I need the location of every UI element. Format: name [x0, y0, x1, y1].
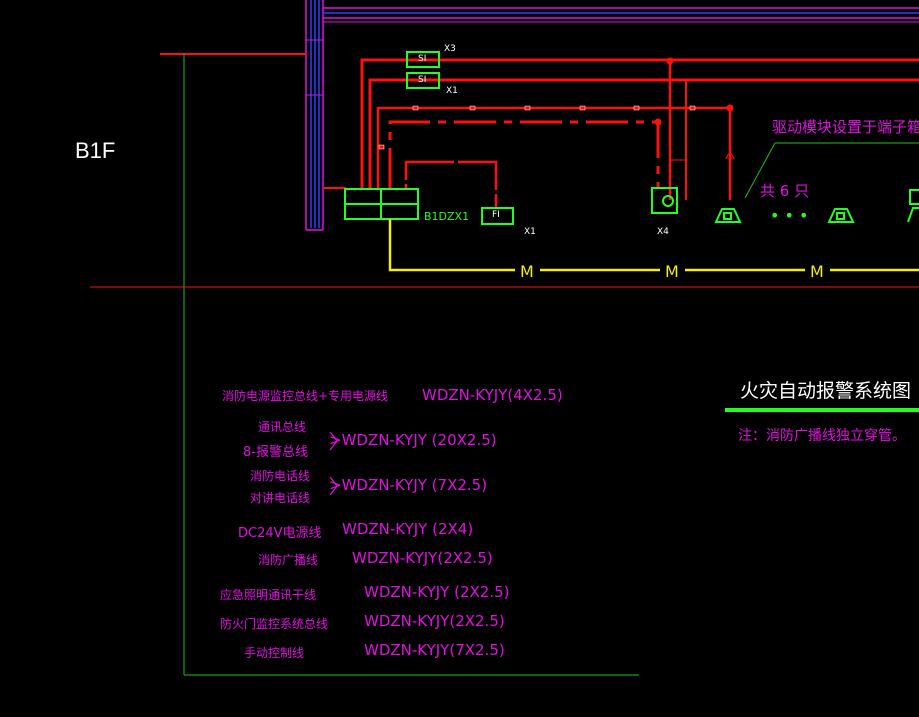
- legend-name-2b: 8-报警总线: [243, 445, 308, 460]
- legend-spec-4: WDZN-KYJY (2X4): [342, 520, 474, 538]
- label-si-top: SI: [418, 54, 427, 64]
- bus-label-1: M: [520, 262, 534, 281]
- label-x1-bottom: X1: [524, 227, 536, 237]
- legend-spec-5: WDZN-KYJY(2X2.5): [352, 549, 493, 567]
- note-leader: [744, 142, 776, 199]
- legend-spec-8: WDZN-KYJY(7X2.5): [364, 641, 505, 659]
- vertical-riser: [305, 0, 324, 231]
- legend-name-6: 应急照明通讯干线: [220, 588, 317, 602]
- legend-spec-2: >WDZN-KYJY (20X2.5): [329, 431, 497, 449]
- legend-name-5: 消防广播线: [258, 553, 319, 567]
- driver-note: 驱动模块设置于端子箱: [772, 118, 919, 136]
- si-module-top: [406, 51, 440, 68]
- legend-name-7: 防火门监控系统总线: [220, 617, 329, 631]
- legend-brackets: [329, 431, 338, 496]
- ellipsis-dots: • • •: [770, 206, 809, 225]
- label-b1dzx1: B1DZX1: [424, 210, 470, 223]
- legend-name-3b: 对讲电话线: [250, 491, 311, 505]
- si-module-bottom: [406, 72, 440, 89]
- line-markers: [378, 105, 696, 150]
- red-wiring: [360, 57, 919, 208]
- x4-device: [651, 187, 678, 214]
- top-bus-lines: [323, 7, 919, 23]
- floor-label: B1F: [75, 138, 116, 163]
- diagram-title: 火灾自动报警系统图: [740, 380, 912, 402]
- device-symbols: [344, 51, 919, 225]
- floor-outline: [90, 53, 919, 676]
- yellow-bus: [388, 219, 919, 272]
- legend-spec-3: >WDZN-KYJY (7X2.5): [329, 476, 488, 494]
- bus-label-3: M: [810, 262, 824, 281]
- speaker-icon: [827, 208, 855, 223]
- label-x3: X3: [444, 44, 456, 54]
- label-si-bottom: SI: [418, 75, 427, 85]
- diagram-note: 注：消防广播线独立穿管。: [738, 428, 906, 444]
- legend-name-1: 消防电源监控总线+专用电源线: [222, 389, 389, 403]
- count-note: 共 6 只: [760, 182, 810, 200]
- legend-name-2a: 通讯总线: [258, 420, 307, 434]
- legend-name-4: DC24V电源线: [238, 526, 322, 541]
- legend-spec-7: WDZN-KYJY(2X2.5): [364, 612, 505, 630]
- speaker-icon: [714, 208, 742, 223]
- label-x4: X4: [657, 227, 669, 237]
- label-x1-top: X1: [446, 86, 458, 96]
- legend-name-3a: 消防电话线: [250, 469, 311, 483]
- legend-name-8: 手动控制线: [244, 646, 305, 660]
- label-fi: FI: [492, 210, 500, 220]
- legend-spec-6: WDZN-KYJY (2X2.5): [364, 583, 510, 601]
- legend-spec-1: WDZN-KYJY(4X2.5): [422, 386, 563, 404]
- fi-module: [481, 207, 514, 225]
- bus-label-2: M: [665, 262, 679, 281]
